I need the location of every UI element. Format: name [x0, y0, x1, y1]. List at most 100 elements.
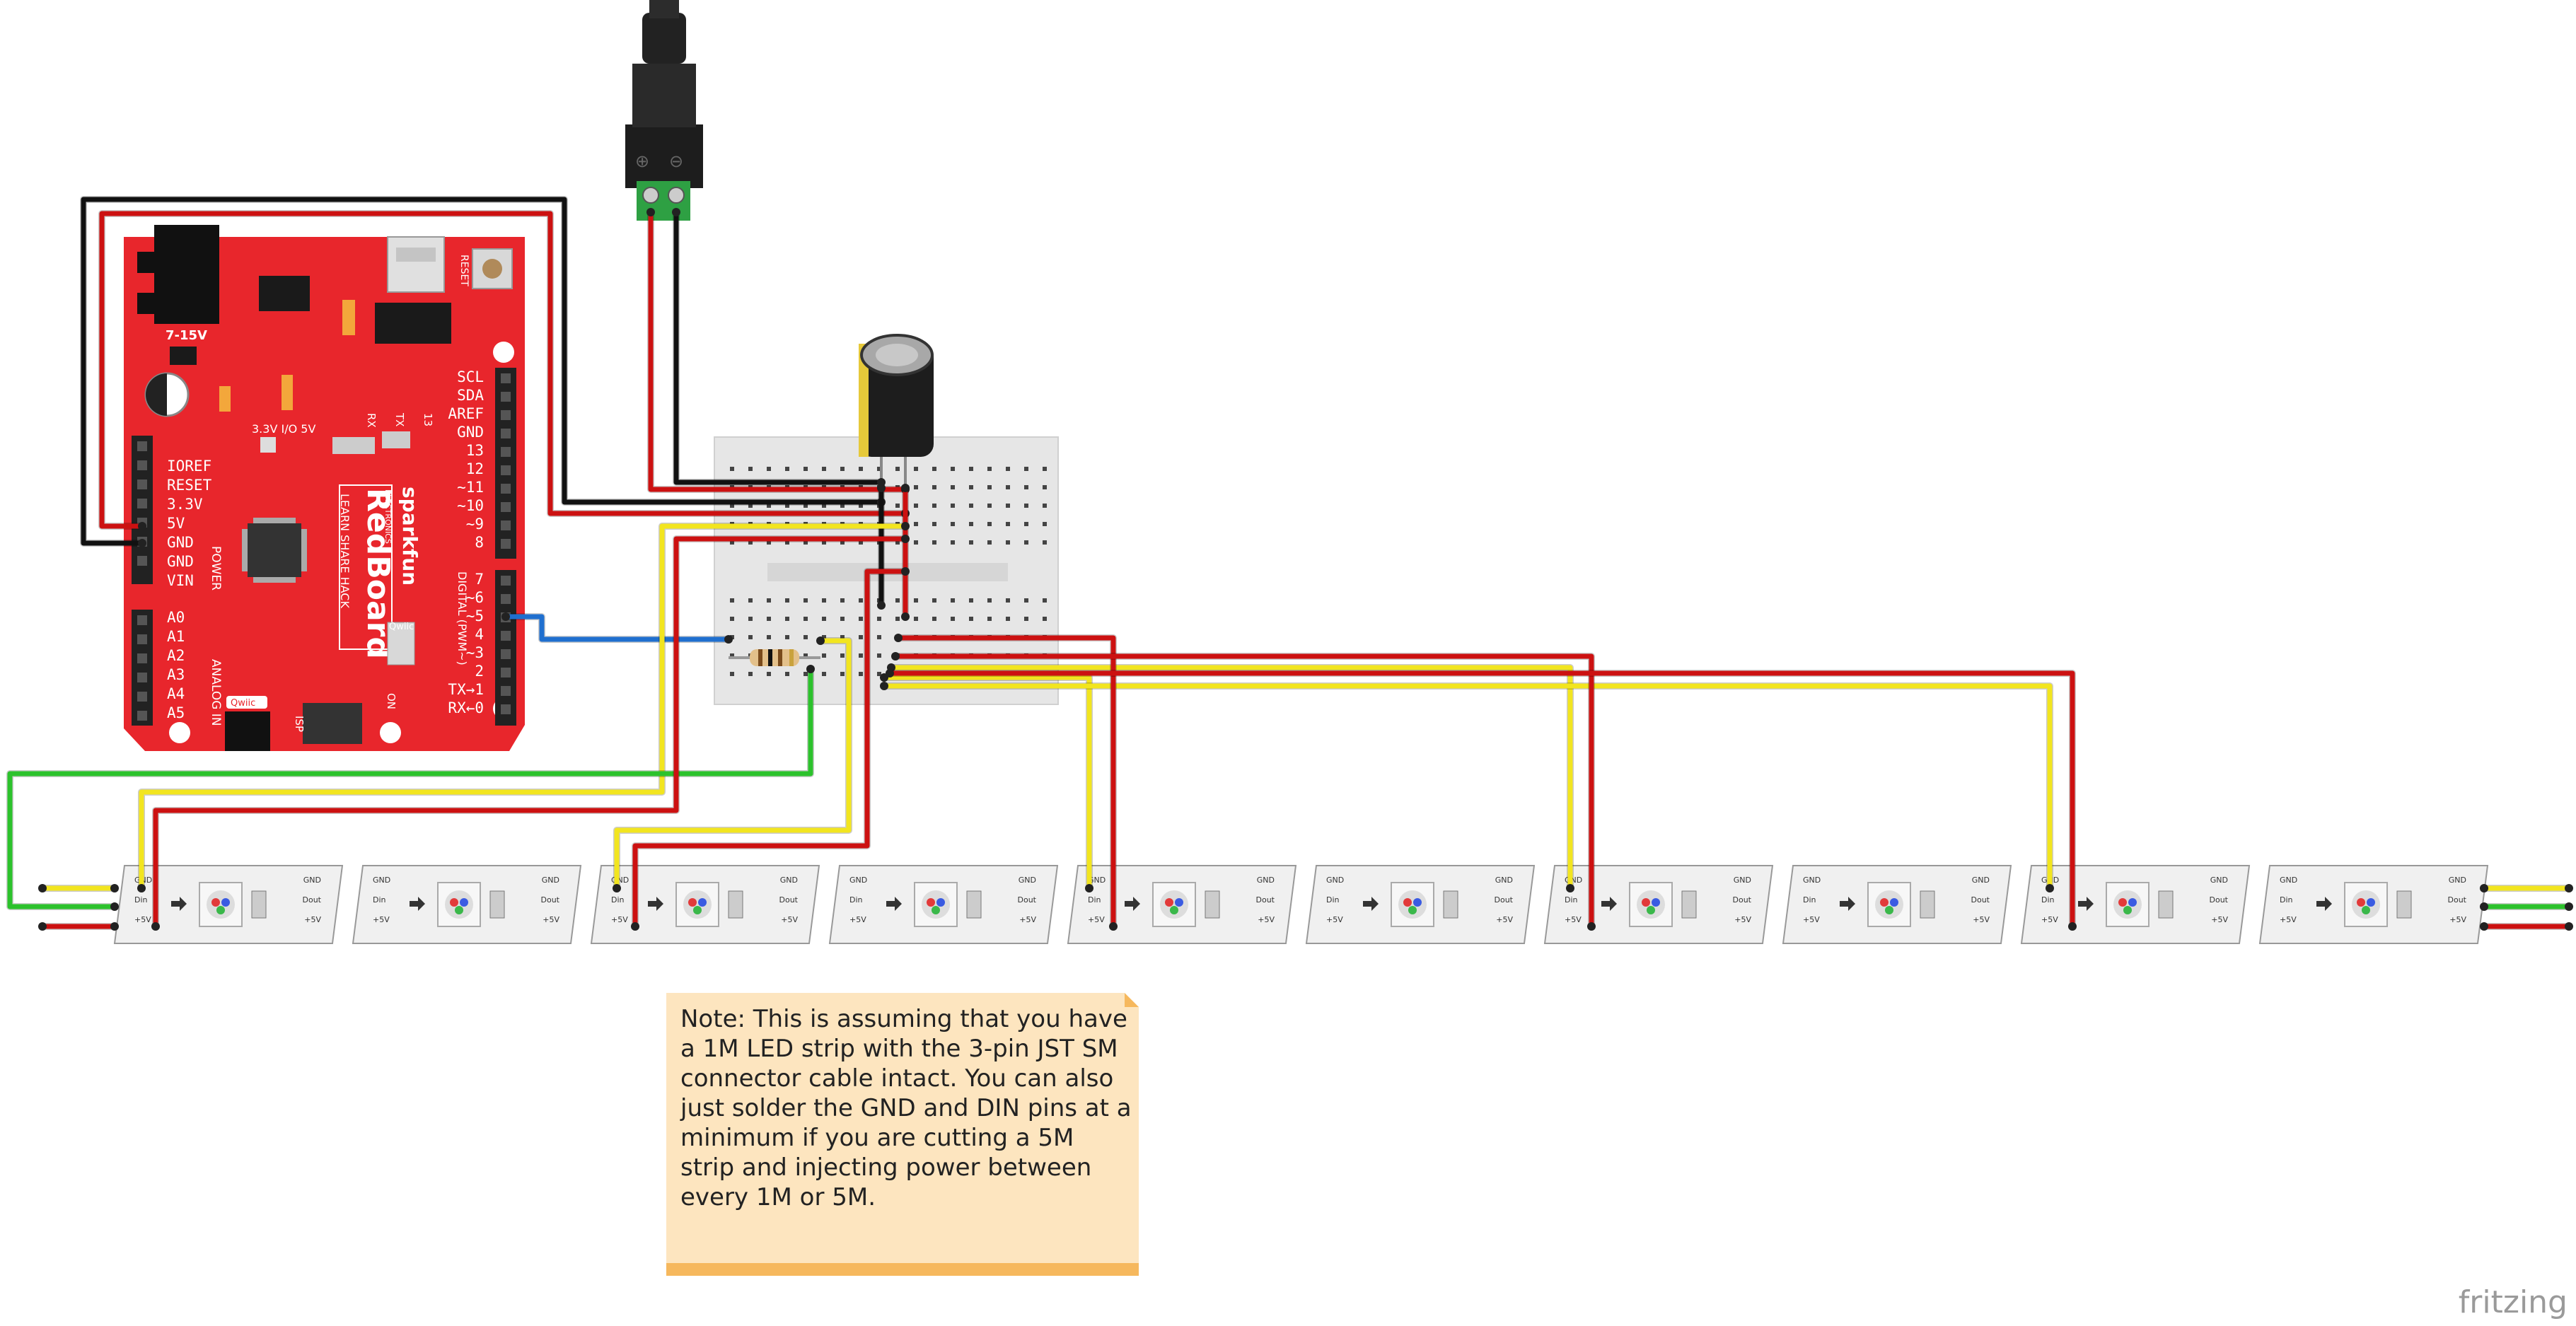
- breadboard-hole: [1024, 504, 1028, 508]
- mcu-pins: [253, 518, 296, 523]
- breadboard-hole: [730, 598, 734, 603]
- led-green: [216, 906, 225, 914]
- on-label: ON: [385, 693, 398, 709]
- wire-power-1[interactable]: [153, 536, 905, 926]
- breadboard-hole: [987, 617, 992, 621]
- strip-arrow: [1363, 897, 1379, 911]
- breadboard-hole: [748, 598, 753, 603]
- wire-data[interactable]: [506, 614, 729, 642]
- strip-pin-label: GND: [1326, 876, 1344, 885]
- header-pin: [501, 373, 511, 383]
- breadboard-hole: [840, 653, 845, 658]
- led-blue: [221, 898, 230, 907]
- led-strip: GNDDin+5VGNDDout+5VGNDDin+5VGNDDout+5VGN…: [113, 865, 2489, 944]
- wire-din-5[interactable]: [884, 675, 1092, 888]
- breadboard-hole: [969, 617, 973, 621]
- breadboard-hole: [1043, 522, 1047, 526]
- strip-arrow: [1840, 897, 1855, 911]
- strip-resistor: [2396, 890, 2412, 919]
- wire-din-1[interactable]: [139, 523, 905, 888]
- wire-din-9[interactable]: [884, 683, 2053, 888]
- pin-label: ~10: [457, 497, 484, 514]
- led-lens: [2113, 890, 2142, 919]
- breadboard-hole: [785, 598, 789, 603]
- dc-power-jack: ⊕ ⊖: [625, 0, 703, 221]
- wire-power-7[interactable]: [895, 653, 1594, 926]
- breadboard-hole: [840, 672, 845, 676]
- strip-arrow: [2078, 897, 2094, 911]
- strip-arrow: [648, 897, 663, 911]
- breadboard-hole: [803, 672, 808, 676]
- breadboard-hole: [822, 635, 826, 639]
- breadboard-hole: [730, 617, 734, 621]
- wire-din-3[interactable]: [614, 638, 852, 888]
- breadboard-hole: [1024, 540, 1028, 545]
- strip-pin-label: +5V: [2449, 915, 2466, 924]
- wire-din-3-end: [816, 636, 825, 645]
- strip-pin-label: Dout: [2210, 895, 2229, 905]
- breadboard-hole: [987, 485, 992, 489]
- pin-label: A1: [167, 628, 185, 645]
- wire-data-end: [501, 612, 510, 621]
- wire-strip-out-yellow-end: [2480, 884, 2488, 892]
- breadboard-hole: [1024, 598, 1028, 603]
- strip-resistor: [728, 890, 743, 919]
- qwiic-connector-left: [225, 711, 270, 751]
- strip-pin-label: +5V: [1326, 915, 1343, 924]
- breadboard-hole: [1024, 617, 1028, 621]
- led-lens: [922, 890, 950, 919]
- wire-din-9-end: [880, 682, 888, 690]
- wire-5v[interactable]: [99, 211, 905, 529]
- jack-barrel: [642, 13, 686, 64]
- led-blue: [460, 898, 468, 907]
- breadboard-hole: [895, 617, 900, 621]
- strip-pin-label: GND: [1972, 876, 1990, 885]
- wire-power-7-end: [1587, 922, 1596, 931]
- pin-label: 5V: [167, 515, 185, 532]
- pin-label: 8: [475, 534, 484, 551]
- redboard-pin-labels: IOREFRESET3.3V5VGNDGNDVINA0A1A2A3A4A5SCL…: [137, 368, 511, 721]
- crystal: [170, 347, 197, 365]
- note-box: Note: This is assuming that you have a 1…: [666, 993, 1139, 1276]
- breadboard-hole: [1043, 467, 1047, 471]
- note-text: Note: This is assuming that you have a 1…: [680, 1005, 1132, 1211]
- screw: [668, 187, 685, 204]
- rx-label: RX: [365, 413, 378, 428]
- breadboard-hole: [785, 617, 789, 621]
- led-lens: [683, 890, 712, 919]
- pin-label: ~9: [466, 516, 484, 533]
- status-leds: [382, 431, 410, 448]
- pin-label: GND: [457, 424, 484, 441]
- led-lens: [1637, 890, 1665, 919]
- board-name-frame: [339, 484, 393, 650]
- mcu-pins: [301, 529, 307, 571]
- mount-hole: [169, 722, 190, 743]
- wire-power-5[interactable]: [898, 635, 1116, 926]
- pin-label: SDA: [457, 387, 484, 404]
- wire-din-start[interactable]: [7, 669, 813, 909]
- wire-power-3[interactable]: [632, 569, 905, 926]
- wire-din-7[interactable]: [891, 665, 1573, 888]
- led-green: [1170, 906, 1178, 914]
- breadboard-hole: [951, 522, 955, 526]
- jack-tip: [649, 0, 679, 18]
- wire-gnd[interactable]: [81, 197, 881, 546]
- wire-jack-negative-end: [672, 208, 680, 216]
- breadboard-hole: [987, 504, 992, 508]
- breadboard-hole: [1043, 485, 1047, 489]
- strip-pin-label: GND: [1088, 876, 1106, 885]
- wire-jack-negative[interactable]: [673, 212, 881, 485]
- wire-power-9[interactable]: [890, 670, 2075, 926]
- reset-label: RESET: [458, 255, 470, 286]
- breadboard-hole: [969, 467, 973, 471]
- wire-jack-positive[interactable]: [648, 212, 905, 492]
- breadboard-hole: [932, 598, 936, 603]
- mcu-pins: [242, 529, 248, 571]
- capacitor-vent: [876, 344, 918, 366]
- led-red: [1403, 898, 1412, 907]
- wire-din-start-end: [110, 902, 119, 911]
- breadboard-hole: [1006, 504, 1010, 508]
- header-pin: [137, 441, 147, 451]
- breadboard-hole: [803, 635, 808, 639]
